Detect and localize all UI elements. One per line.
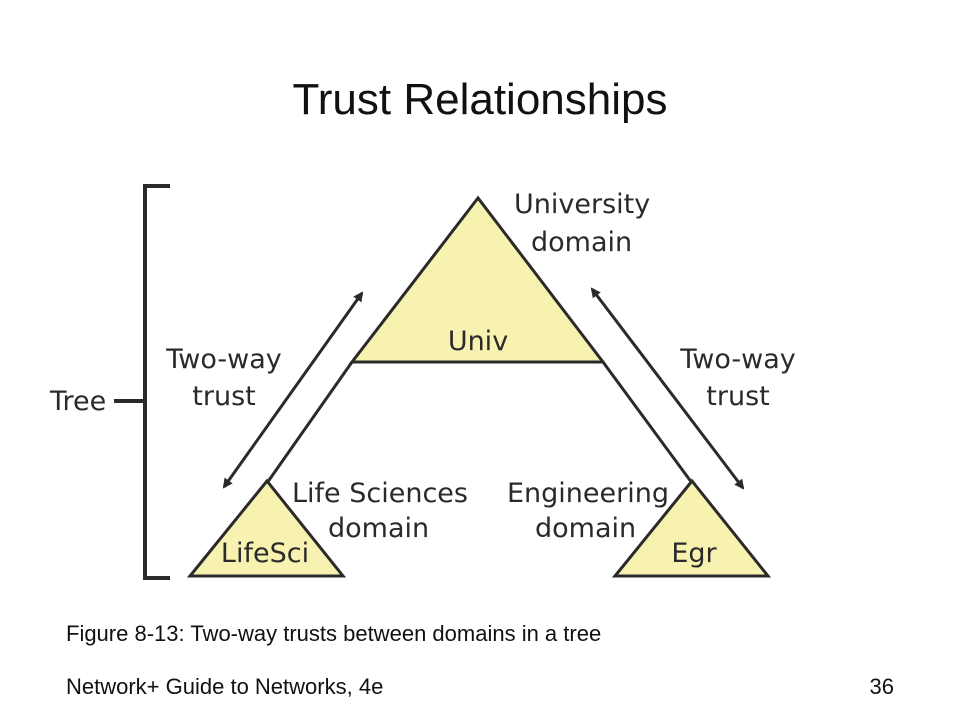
trust-arrow-left bbox=[222, 291, 364, 489]
footer-book-title: Network+ Guide to Networks, 4e bbox=[66, 674, 384, 699]
trust-label-right-line1: Two-way bbox=[679, 344, 795, 375]
lifesci-domain-triangle bbox=[186, 478, 347, 578]
page-number: 36 bbox=[869, 674, 894, 699]
univ-domain-triangle bbox=[348, 195, 607, 364]
trust-arrow-right bbox=[590, 287, 745, 490]
slide-title: Trust Relationships bbox=[292, 75, 668, 124]
univ-domain-label: Univ bbox=[448, 326, 508, 357]
univ-domain-caption-line1: University bbox=[514, 189, 650, 220]
trust-label-right-line2: trust bbox=[706, 381, 769, 412]
univ-domain-caption-line2: domain bbox=[531, 227, 632, 258]
egr-domain-triangle bbox=[611, 478, 772, 578]
connector-right-line bbox=[601, 361, 694, 484]
tree-bracket bbox=[114, 184, 170, 580]
connector-left-line bbox=[265, 361, 354, 484]
egr-domain-caption-line2: domain bbox=[535, 513, 636, 544]
egr-domain-label: Egr bbox=[671, 538, 717, 569]
lifesci-domain-caption-line2: domain bbox=[328, 513, 429, 544]
trust-label-left-line2: trust bbox=[192, 381, 255, 412]
lifesci-domain-caption-line1: Life Sciences bbox=[292, 478, 468, 509]
tree-label: Tree bbox=[49, 386, 106, 417]
lifesci-domain-label: LifeSci bbox=[221, 538, 309, 569]
trust-label-left-line1: Two-way bbox=[165, 344, 281, 375]
figure-caption: Figure 8-13: Two-way trusts between doma… bbox=[66, 621, 602, 646]
egr-domain-caption-line1: Engineering bbox=[507, 478, 669, 509]
